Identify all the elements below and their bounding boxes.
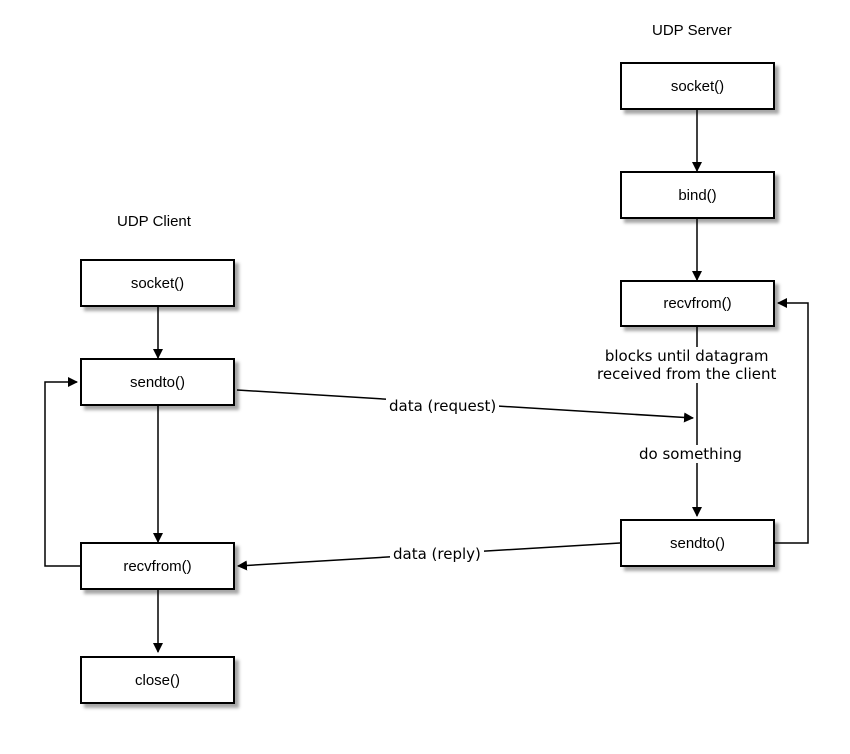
server-sendto-box: sendto() bbox=[620, 519, 775, 567]
server-blocking-note: blocks until datagram received from the … bbox=[594, 347, 780, 383]
request-message-label: data (request) bbox=[386, 397, 500, 415]
arrow-client-loop-back bbox=[44, 377, 80, 567]
reply-message-label: data (reply) bbox=[390, 545, 484, 563]
server-blocking-note-line2: received from the client bbox=[597, 365, 777, 383]
client-close-box: close() bbox=[80, 656, 235, 704]
client-title: UDP Client bbox=[117, 213, 191, 230]
server-blocking-note-line1: blocks until datagram bbox=[604, 347, 769, 365]
arrow-server-loop-back bbox=[775, 298, 809, 544]
server-recvfrom-box: recvfrom() bbox=[620, 280, 775, 327]
client-sendto-box: sendto() bbox=[80, 358, 235, 406]
server-process-note: do something bbox=[636, 445, 745, 463]
client-socket-box: socket() bbox=[80, 259, 235, 307]
client-recvfrom-box: recvfrom() bbox=[80, 542, 235, 590]
server-title: UDP Server bbox=[652, 22, 732, 39]
server-socket-box: socket() bbox=[620, 62, 775, 110]
server-bind-box: bind() bbox=[620, 171, 775, 219]
